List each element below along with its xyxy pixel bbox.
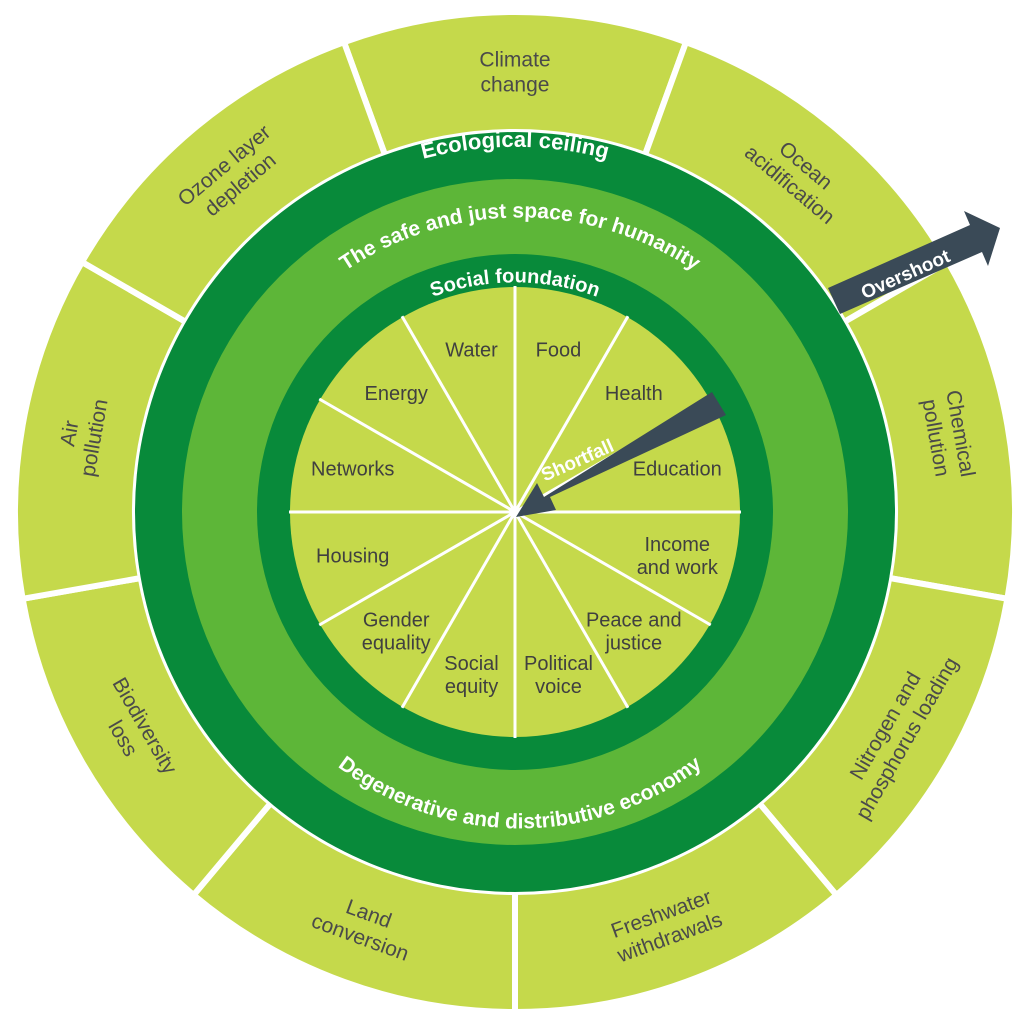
inner-label-water: Water xyxy=(445,340,498,362)
inner-label-line: Energy xyxy=(365,383,428,405)
inner-label-line: Education xyxy=(633,459,722,481)
inner-label-line: Housing xyxy=(316,545,389,567)
inner-divider xyxy=(513,511,630,709)
overshoot-arrow-icon xyxy=(828,211,1000,314)
outer-label-line: Air xyxy=(56,419,83,448)
inner-label-line: Social xyxy=(444,653,498,675)
inner-label-line: and work xyxy=(637,557,719,579)
inner-label-health: Health xyxy=(605,383,663,405)
inner-label-line: Water xyxy=(445,340,498,362)
outer-label-line: Climate xyxy=(479,49,550,72)
inner-label-line: Health xyxy=(605,383,663,405)
inner-label-energy: Energy xyxy=(365,383,428,405)
outer-label-line: change xyxy=(481,74,550,97)
inner-divider xyxy=(318,397,516,514)
inner-label-line: voice xyxy=(535,676,582,698)
shortfall-arrow-icon xyxy=(516,392,726,517)
inner-label-line: Food xyxy=(536,340,582,362)
inner-label-line: Income xyxy=(644,534,710,556)
inner-label-line: Networks xyxy=(311,459,394,481)
inner-label-housing: Housing xyxy=(316,545,389,567)
segment-ozone-layer-depletion xyxy=(77,38,389,327)
inner-label-line: Political xyxy=(524,653,593,675)
inner-label-networks: Networks xyxy=(311,459,394,481)
inner-divider xyxy=(513,315,630,513)
inner-label-line: justice xyxy=(604,632,662,654)
inner-divider xyxy=(318,510,516,627)
inner-label-education: Education xyxy=(633,459,722,481)
inner-label-line: equity xyxy=(445,676,498,698)
inner-divider xyxy=(400,315,517,513)
inner-label-line: Peace and xyxy=(586,609,682,631)
outer-ring xyxy=(12,9,1018,1015)
inner-label-food: Food xyxy=(536,340,582,362)
inner-divider xyxy=(400,511,517,709)
inner-divider xyxy=(514,510,712,627)
inner-label-line: equality xyxy=(362,632,431,654)
inner-label-line: Gender xyxy=(363,609,430,631)
